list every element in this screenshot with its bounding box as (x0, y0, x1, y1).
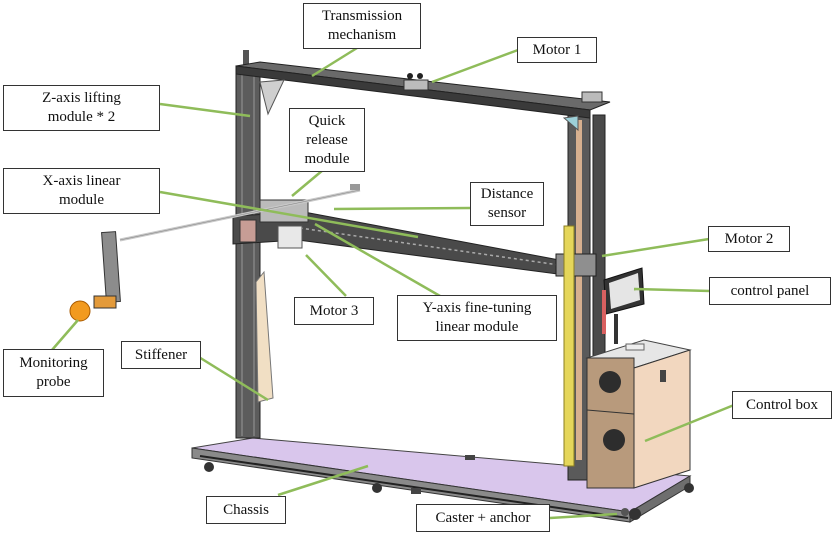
x-axis-rod (119, 184, 361, 242)
z-axis-column-left (235, 50, 261, 439)
label-motor-3: Motor 3 (294, 297, 374, 325)
label-quick-release-module: Quick release module (289, 108, 365, 172)
top-beam (235, 61, 611, 132)
probe-assembly (69, 231, 121, 322)
label-motor-1: Motor 1 (517, 37, 597, 63)
label-monitoring-probe: Monitoring probe (3, 349, 104, 397)
casters (204, 455, 694, 520)
label-x-axis-linear-module: X-axis linear module (3, 168, 160, 214)
monitor (602, 267, 645, 344)
label-z-axis-lifting-module: Z-axis lifting module * 2 (3, 85, 160, 131)
stiffener-plate (255, 270, 274, 403)
leader-lines (51, 46, 735, 520)
label-y-axis-fine-tuning: Y-axis fine-tuning linear module (397, 295, 557, 341)
chassis-platform (191, 437, 692, 523)
label-chassis: Chassis (206, 496, 286, 524)
label-stiffener: Stiffener (121, 341, 201, 369)
label-motor-2: Motor 2 (708, 226, 790, 252)
yellow-rail (563, 225, 575, 467)
label-control-panel: control panel (709, 277, 831, 305)
label-caster-anchor: Caster + anchor (416, 504, 550, 532)
control-box (585, 339, 692, 489)
label-transmission-mechanism: Transmission mechanism (303, 3, 421, 49)
label-distance-sensor: Distance sensor (470, 182, 544, 226)
label-control-box: Control box (732, 391, 832, 419)
